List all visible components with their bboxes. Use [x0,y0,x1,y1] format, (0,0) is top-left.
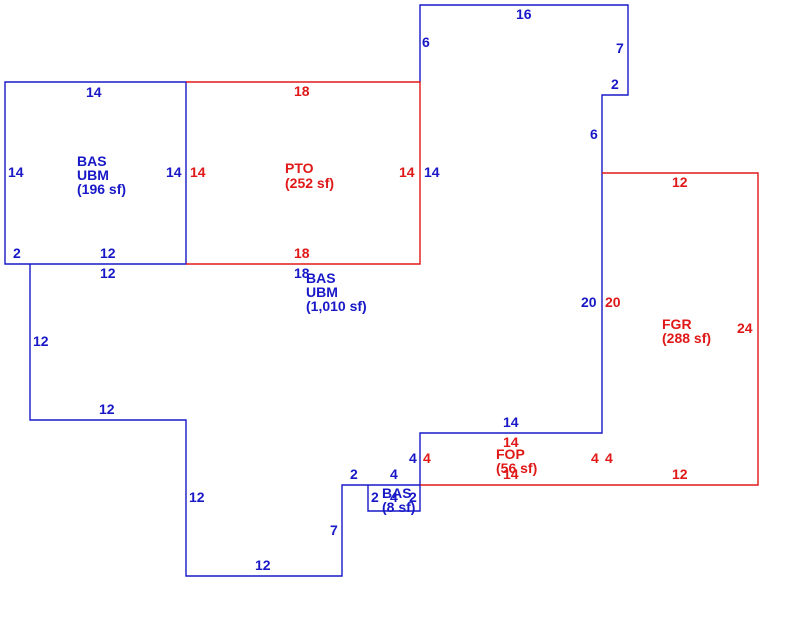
bas-main-outline [29,4,629,577]
dim-main-12e: 12 [255,557,271,573]
dim-main-4b: 4 [409,450,417,466]
dim-fgr-left: 20 [605,294,621,310]
fgr-outline [602,172,759,486]
dim-fop-bottom: 14 [503,466,519,482]
dim-main-12c: 12 [99,401,115,417]
dim-fop-left: 4 [423,450,431,466]
pto-area: (252 sf) [285,175,334,191]
dim-fgr-bottom: 12 [672,466,688,482]
bas-small-outline [367,485,421,512]
bas-main-code: BAS [306,270,336,286]
bas-small-area: (8 sf) [382,499,415,515]
bas-main-sub: UBM [306,284,338,300]
dim-main-4: 4 [390,466,398,482]
bas-left-sub: UBM [77,167,109,183]
dim-main-right14: 14 [424,164,440,180]
dim-pto-right: 14 [399,164,415,180]
dim-left-bottom: 12 [100,245,116,261]
dim-main-18: 18 [294,265,310,281]
dim-small-2b: 2 [409,489,417,505]
bas-left-area: (196 sf) [77,181,126,197]
dim-main-2: 2 [611,76,619,92]
dim-main-6a: 6 [422,34,430,50]
pto-code: PTO [285,160,314,176]
dim-left-right: 14 [166,164,182,180]
dim-main-7b: 7 [330,522,338,538]
dim-pto-left: 14 [190,164,206,180]
bas-main-area: (1,010 sf) [306,298,367,314]
dim-fop-right: 4 [591,450,599,466]
dim-main-12a: 12 [100,265,116,281]
fgr-code: FGR [662,316,692,332]
dim-small-4: 4 [390,489,398,505]
dim-fgr-right: 24 [737,320,753,336]
dim-main-14: 14 [503,414,519,430]
dim-main-12d: 12 [189,489,205,505]
dim-left-left: 14 [8,164,24,180]
bas-small-code: BAS [382,485,412,501]
dim-main-7: 7 [616,40,624,56]
dim-fop-right-b: 4 [605,450,613,466]
fop-code: FOP [496,446,525,462]
dim-main-20: 20 [581,294,597,310]
fop-area: (56 sf) [496,460,537,476]
dim-main-12b: 12 [33,333,49,349]
dim-main-2b: 2 [350,466,358,482]
dim-small-2: 2 [371,489,379,505]
dim-pto-bottom: 18 [294,245,310,261]
dim-pto-top: 18 [294,83,310,99]
fgr-area: (288 sf) [662,330,711,346]
dim-fop-top: 14 [503,434,519,450]
dim-main-top: 16 [516,6,532,22]
bas-left-code: BAS [77,153,107,169]
dim-fgr-top: 12 [672,174,688,190]
dim-main-6b: 6 [590,126,598,142]
dim-left-corner: 2 [13,245,21,261]
dim-left-top: 14 [86,84,102,100]
pto-outline [186,81,421,265]
